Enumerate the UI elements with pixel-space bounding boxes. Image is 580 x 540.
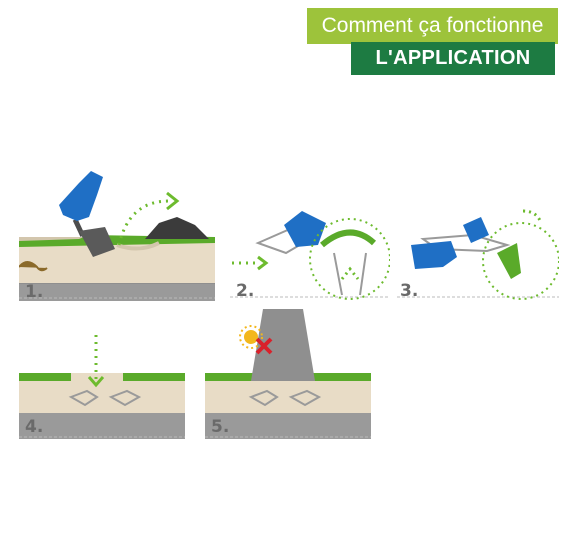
dotted-arrow-icon bbox=[117, 191, 180, 246]
trap-icon bbox=[68, 389, 142, 407]
dirt-mound-icon bbox=[145, 217, 209, 239]
step-3-number: 3. bbox=[400, 281, 419, 301]
dotted-arrow-icon bbox=[232, 255, 269, 271]
step-2-number: 2. bbox=[236, 281, 255, 301]
glove-icon bbox=[284, 211, 326, 247]
header-subtitle-text: Comment ça fonctionne bbox=[321, 14, 544, 37]
glove-icon bbox=[59, 171, 103, 221]
step-1-panel: 1. bbox=[19, 165, 215, 301]
cross-icon bbox=[255, 337, 273, 355]
step-4-number: 4. bbox=[25, 417, 44, 437]
glove-icon bbox=[411, 217, 489, 269]
sun-icon bbox=[239, 325, 263, 349]
header-title-text: L'APPLICATION bbox=[375, 47, 531, 69]
step-5-panel: 5. bbox=[205, 305, 371, 439]
trap-icon bbox=[248, 389, 322, 407]
dotted-arrow-icon bbox=[87, 335, 105, 388]
step-1-number: 1. bbox=[25, 282, 44, 301]
step-5-number: 5. bbox=[211, 417, 230, 437]
step-2-panel: 2. bbox=[230, 195, 390, 301]
step-3-panel: 3. bbox=[397, 195, 559, 301]
header-title: L'APPLICATION bbox=[351, 42, 555, 75]
mole-icon bbox=[19, 261, 48, 272]
header-subtitle: Comment ça fonctionne bbox=[307, 8, 558, 44]
step-4-panel: 4. bbox=[19, 325, 185, 439]
shovel-icon bbox=[72, 218, 115, 257]
